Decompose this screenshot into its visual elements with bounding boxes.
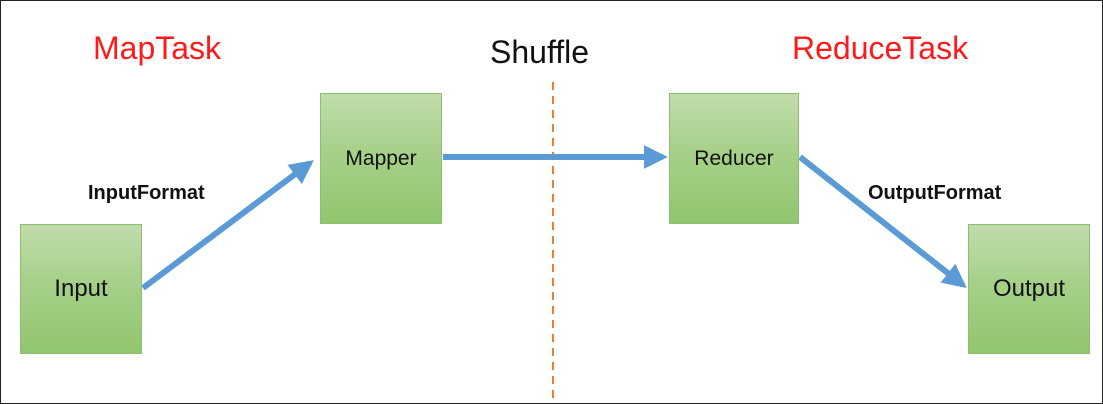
input-format-label: InputFormat	[88, 182, 205, 204]
mapper-node-label: Mapper	[345, 147, 417, 170]
reduce-task-heading: ReduceTask	[792, 30, 969, 66]
input-node: Input	[20, 224, 142, 354]
output-format-label: OutputFormat	[868, 182, 1002, 204]
arrow-input-to-mapper	[141, 160, 314, 291]
output-node-label: Output	[992, 275, 1066, 302]
output-node: Output	[968, 224, 1090, 354]
input-node-label: Input	[54, 275, 108, 302]
reducer-node: Reducer	[669, 93, 799, 224]
reducer-node-label: Reducer	[694, 147, 774, 170]
mapper-node: Mapper	[320, 93, 442, 224]
map-task-heading: MapTask	[93, 30, 222, 66]
shuffle-heading: Shuffle	[490, 34, 590, 70]
arrow-reducer-to-output	[798, 154, 967, 288]
